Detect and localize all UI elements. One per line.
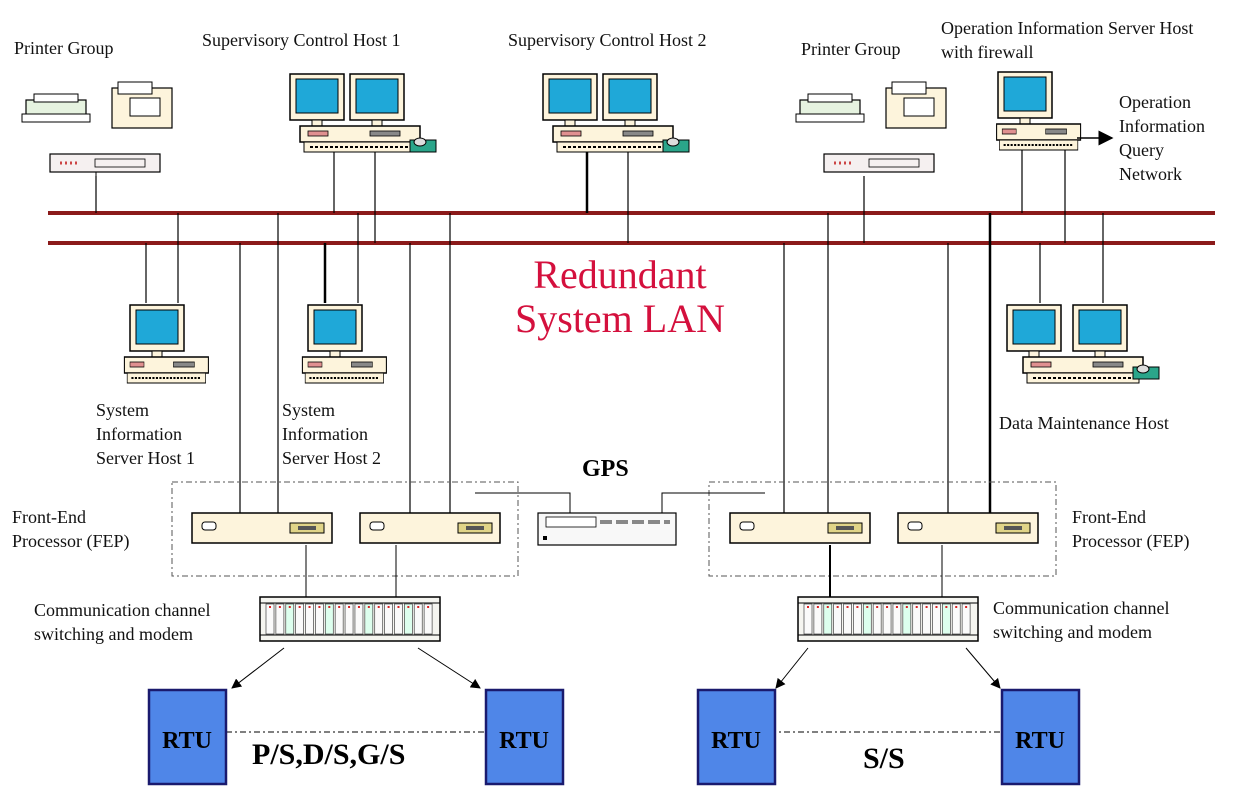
bottom-connections — [145, 213, 1104, 513]
sys-info-2-label-2: Information — [282, 424, 368, 444]
printer-group-label-right: Printer Group — [801, 39, 901, 59]
op-info-query-label-3: Query — [1119, 140, 1164, 160]
modem-rack-icon — [797, 596, 979, 642]
computer-icon — [289, 73, 437, 153]
fep-icon — [897, 512, 1039, 544]
printer-icon — [794, 80, 948, 174]
sys-info-2-label-3: Server Host 2 — [282, 448, 381, 468]
fep-icon — [729, 512, 871, 544]
computer-icon — [995, 71, 1082, 151]
fep-group-right — [708, 481, 1057, 577]
op-info-server-label-1: Operation Information Server Host — [941, 18, 1194, 38]
lan-title-line-1: Redundant — [533, 252, 707, 297]
data-maintenance-label: Data Maintenance Host — [999, 413, 1169, 433]
sys-info-1-label-2: Information — [96, 424, 182, 444]
fep-rack-connections — [305, 545, 943, 597]
op-info-server-label-2: with firewall — [941, 42, 1034, 62]
svg-text:RTU: RTU — [162, 728, 212, 754]
svg-text:RTU: RTU — [711, 728, 761, 754]
modem-rack-icon — [259, 596, 441, 642]
printer-group-label-left: Printer Group — [14, 38, 114, 58]
comm-left-label-1: Communication channel — [34, 600, 211, 620]
op-info-query-label-1: Operation — [1119, 92, 1191, 112]
sys-info-2-label-1: System — [282, 400, 336, 420]
op-info-query-label-2: Information — [1119, 116, 1205, 136]
lan-title-line-2: System LAN — [515, 296, 725, 341]
rtu-box: RTU — [1000, 688, 1081, 786]
svg-text:RTU: RTU — [499, 728, 549, 754]
computer-icon — [301, 304, 388, 384]
comm-right-label-2: switching and modem — [993, 622, 1152, 642]
computer-icon — [542, 73, 690, 153]
fep-icon — [191, 512, 333, 544]
printer-icon — [20, 80, 174, 176]
station-label-right: S/S — [863, 742, 905, 775]
svg-text:RTU: RTU — [1015, 728, 1065, 754]
fep-right-label-2: Processor (FEP) — [1072, 531, 1190, 551]
supervisory-host-1-label: Supervisory Control Host 1 — [202, 30, 401, 50]
op-info-query-label-4: Network — [1119, 164, 1182, 184]
gps-receiver-icon — [475, 492, 765, 546]
computer-icon — [1006, 304, 1160, 384]
sys-info-1-label-3: Server Host 1 — [96, 448, 195, 468]
supervisory-host-2-label: Supervisory Control Host 2 — [508, 30, 707, 50]
sys-info-1-label-1: System — [96, 400, 150, 420]
fep-right-label-1: Front-End — [1072, 507, 1146, 527]
computer-icon — [123, 304, 210, 384]
rtu-arrows — [231, 647, 1001, 689]
comm-right-label-1: Communication channel — [993, 598, 1170, 618]
comm-left-label-2: switching and modem — [34, 624, 193, 644]
fep-icon — [359, 512, 501, 544]
rtu-box: RTU — [147, 688, 228, 786]
fep-group-left — [171, 481, 519, 577]
station-label-left: P/S,D/S,G/S — [252, 738, 406, 771]
fep-left-label-1: Front-End — [12, 507, 86, 527]
top-connections — [95, 150, 1066, 243]
rtu-box: RTU — [484, 688, 565, 786]
gps-label: GPS — [582, 456, 629, 482]
rtu-box: RTU — [696, 688, 777, 786]
fep-left-label-2: Processor (FEP) — [12, 531, 130, 551]
